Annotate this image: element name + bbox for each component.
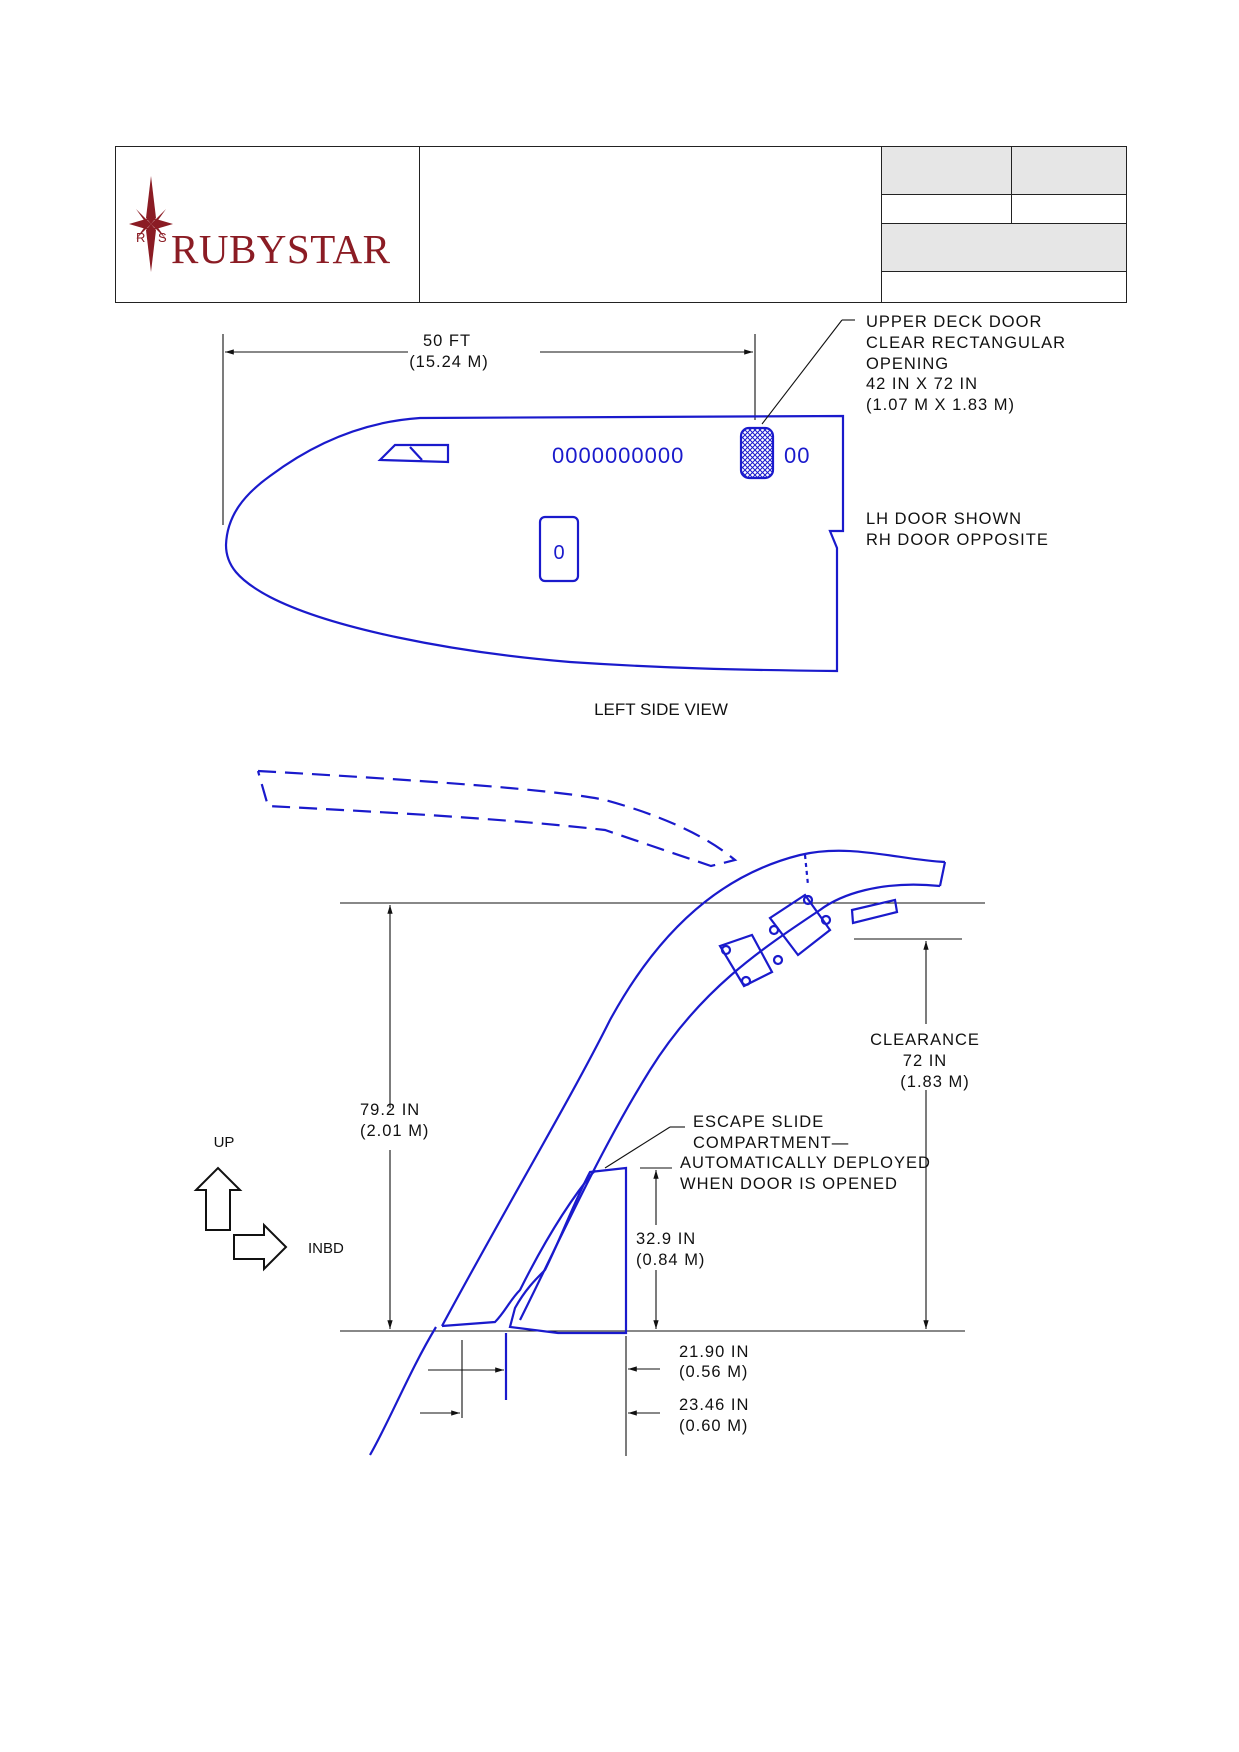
slide-callout-line-4: WHEN DOOR IS OPENED xyxy=(680,1175,898,1193)
height-dim-line-1: 79.2 IN xyxy=(360,1101,420,1119)
hinge-axis xyxy=(803,854,810,886)
left-side-view: 50 FT (15.24 M) 0000000000 00 0 UPPER DE… xyxy=(222,313,1066,719)
height-dim-line-2: (2.01 M) xyxy=(360,1122,429,1140)
title-cell xyxy=(420,147,882,302)
clearance-value: 72 IN xyxy=(903,1052,947,1070)
door-frame xyxy=(441,1169,596,1328)
direction-inbd-label: INBD xyxy=(308,1240,344,1257)
inboard-arrow-icon xyxy=(233,1222,288,1272)
hinge-mechanism xyxy=(718,893,899,988)
lower-skin xyxy=(369,1326,437,1456)
door-callout-line-3: OPENING xyxy=(866,355,949,373)
slide-callout-line-3: AUTOMATICALLY DEPLOYED xyxy=(680,1154,931,1172)
cockpit-frame xyxy=(409,446,423,461)
view-caption: LEFT SIDE VIEW xyxy=(594,700,728,719)
slide-dim-line-1: 32.9 IN xyxy=(636,1230,696,1248)
slide-compartment xyxy=(508,1166,628,1335)
open-door-dashed xyxy=(256,769,738,868)
meta-cell-2 xyxy=(1012,147,1126,195)
skin-top-edge xyxy=(938,861,947,887)
window-row-aft: 00 xyxy=(784,443,810,468)
logo-wordmark: RUBYSTAR xyxy=(171,226,391,272)
monogram-s: S xyxy=(158,230,167,245)
direction-up-label: UP xyxy=(214,1134,235,1151)
up-arrow-icon xyxy=(193,1166,243,1231)
door-callout-leader xyxy=(761,319,843,425)
main-deck-door xyxy=(538,515,580,583)
upper-deck-door xyxy=(739,426,775,480)
logo-cell: R S RUBYSTAR xyxy=(116,147,420,302)
length-label: 50 FT xyxy=(423,332,471,350)
monogram-r: R xyxy=(136,230,145,245)
meta-cell-1 xyxy=(882,147,1012,195)
door-note-line-2: RH DOOR OPPOSITE xyxy=(866,531,1049,549)
offset-dim-1-line-2: (0.56 M) xyxy=(679,1363,748,1381)
clearance-label: CLEARANCE xyxy=(870,1031,980,1049)
offset-dim-2-line-2: (0.60 M) xyxy=(679,1417,748,1435)
skin-outer xyxy=(441,849,946,1327)
offset-dim-1-line-1: 21.90 IN xyxy=(679,1343,749,1361)
title-block: R S RUBYSTAR xyxy=(115,146,1127,303)
door-callout-line-1: UPPER DECK DOOR xyxy=(866,313,1042,331)
main-deck-door-window: 0 xyxy=(553,542,564,564)
offset-dim-2-line-1: 23.46 IN xyxy=(679,1396,749,1414)
fuselage-outline xyxy=(224,414,845,673)
skin-inner xyxy=(519,883,941,1321)
rubystar-logo: R S xyxy=(129,176,173,272)
cockpit-window xyxy=(377,443,450,464)
door-callout-line-2: CLEAR RECTANGULAR xyxy=(866,334,1066,352)
slide-callout-line-1: ESCAPE SLIDE xyxy=(693,1113,824,1131)
clearance-metric: (1.83 M) xyxy=(900,1073,969,1091)
slide-callout-leader xyxy=(604,1126,671,1169)
door-callout-line-5: (1.07 M X 1.83 M) xyxy=(866,396,1015,414)
meta-cell-3 xyxy=(882,195,1012,224)
door-callout-line-4: 42 IN X 72 IN xyxy=(866,375,978,393)
meta-cell-4 xyxy=(1012,195,1126,224)
slide-callout-line-2: COMPARTMENT— xyxy=(693,1134,849,1152)
length-label-metric: (15.24 M) xyxy=(409,353,489,371)
compass-star-icon xyxy=(129,176,173,272)
window-row-main: 0000000000 xyxy=(552,443,684,468)
slide-dim-line-2: (0.84 M) xyxy=(636,1251,705,1269)
meta-cell-5 xyxy=(882,224,1126,272)
door-section-view: 79.2 IN (2.01 M) CLEARANCE 72 IN (1.83 M… xyxy=(193,769,985,1456)
door-note-line-1: LH DOOR SHOWN xyxy=(866,510,1022,528)
